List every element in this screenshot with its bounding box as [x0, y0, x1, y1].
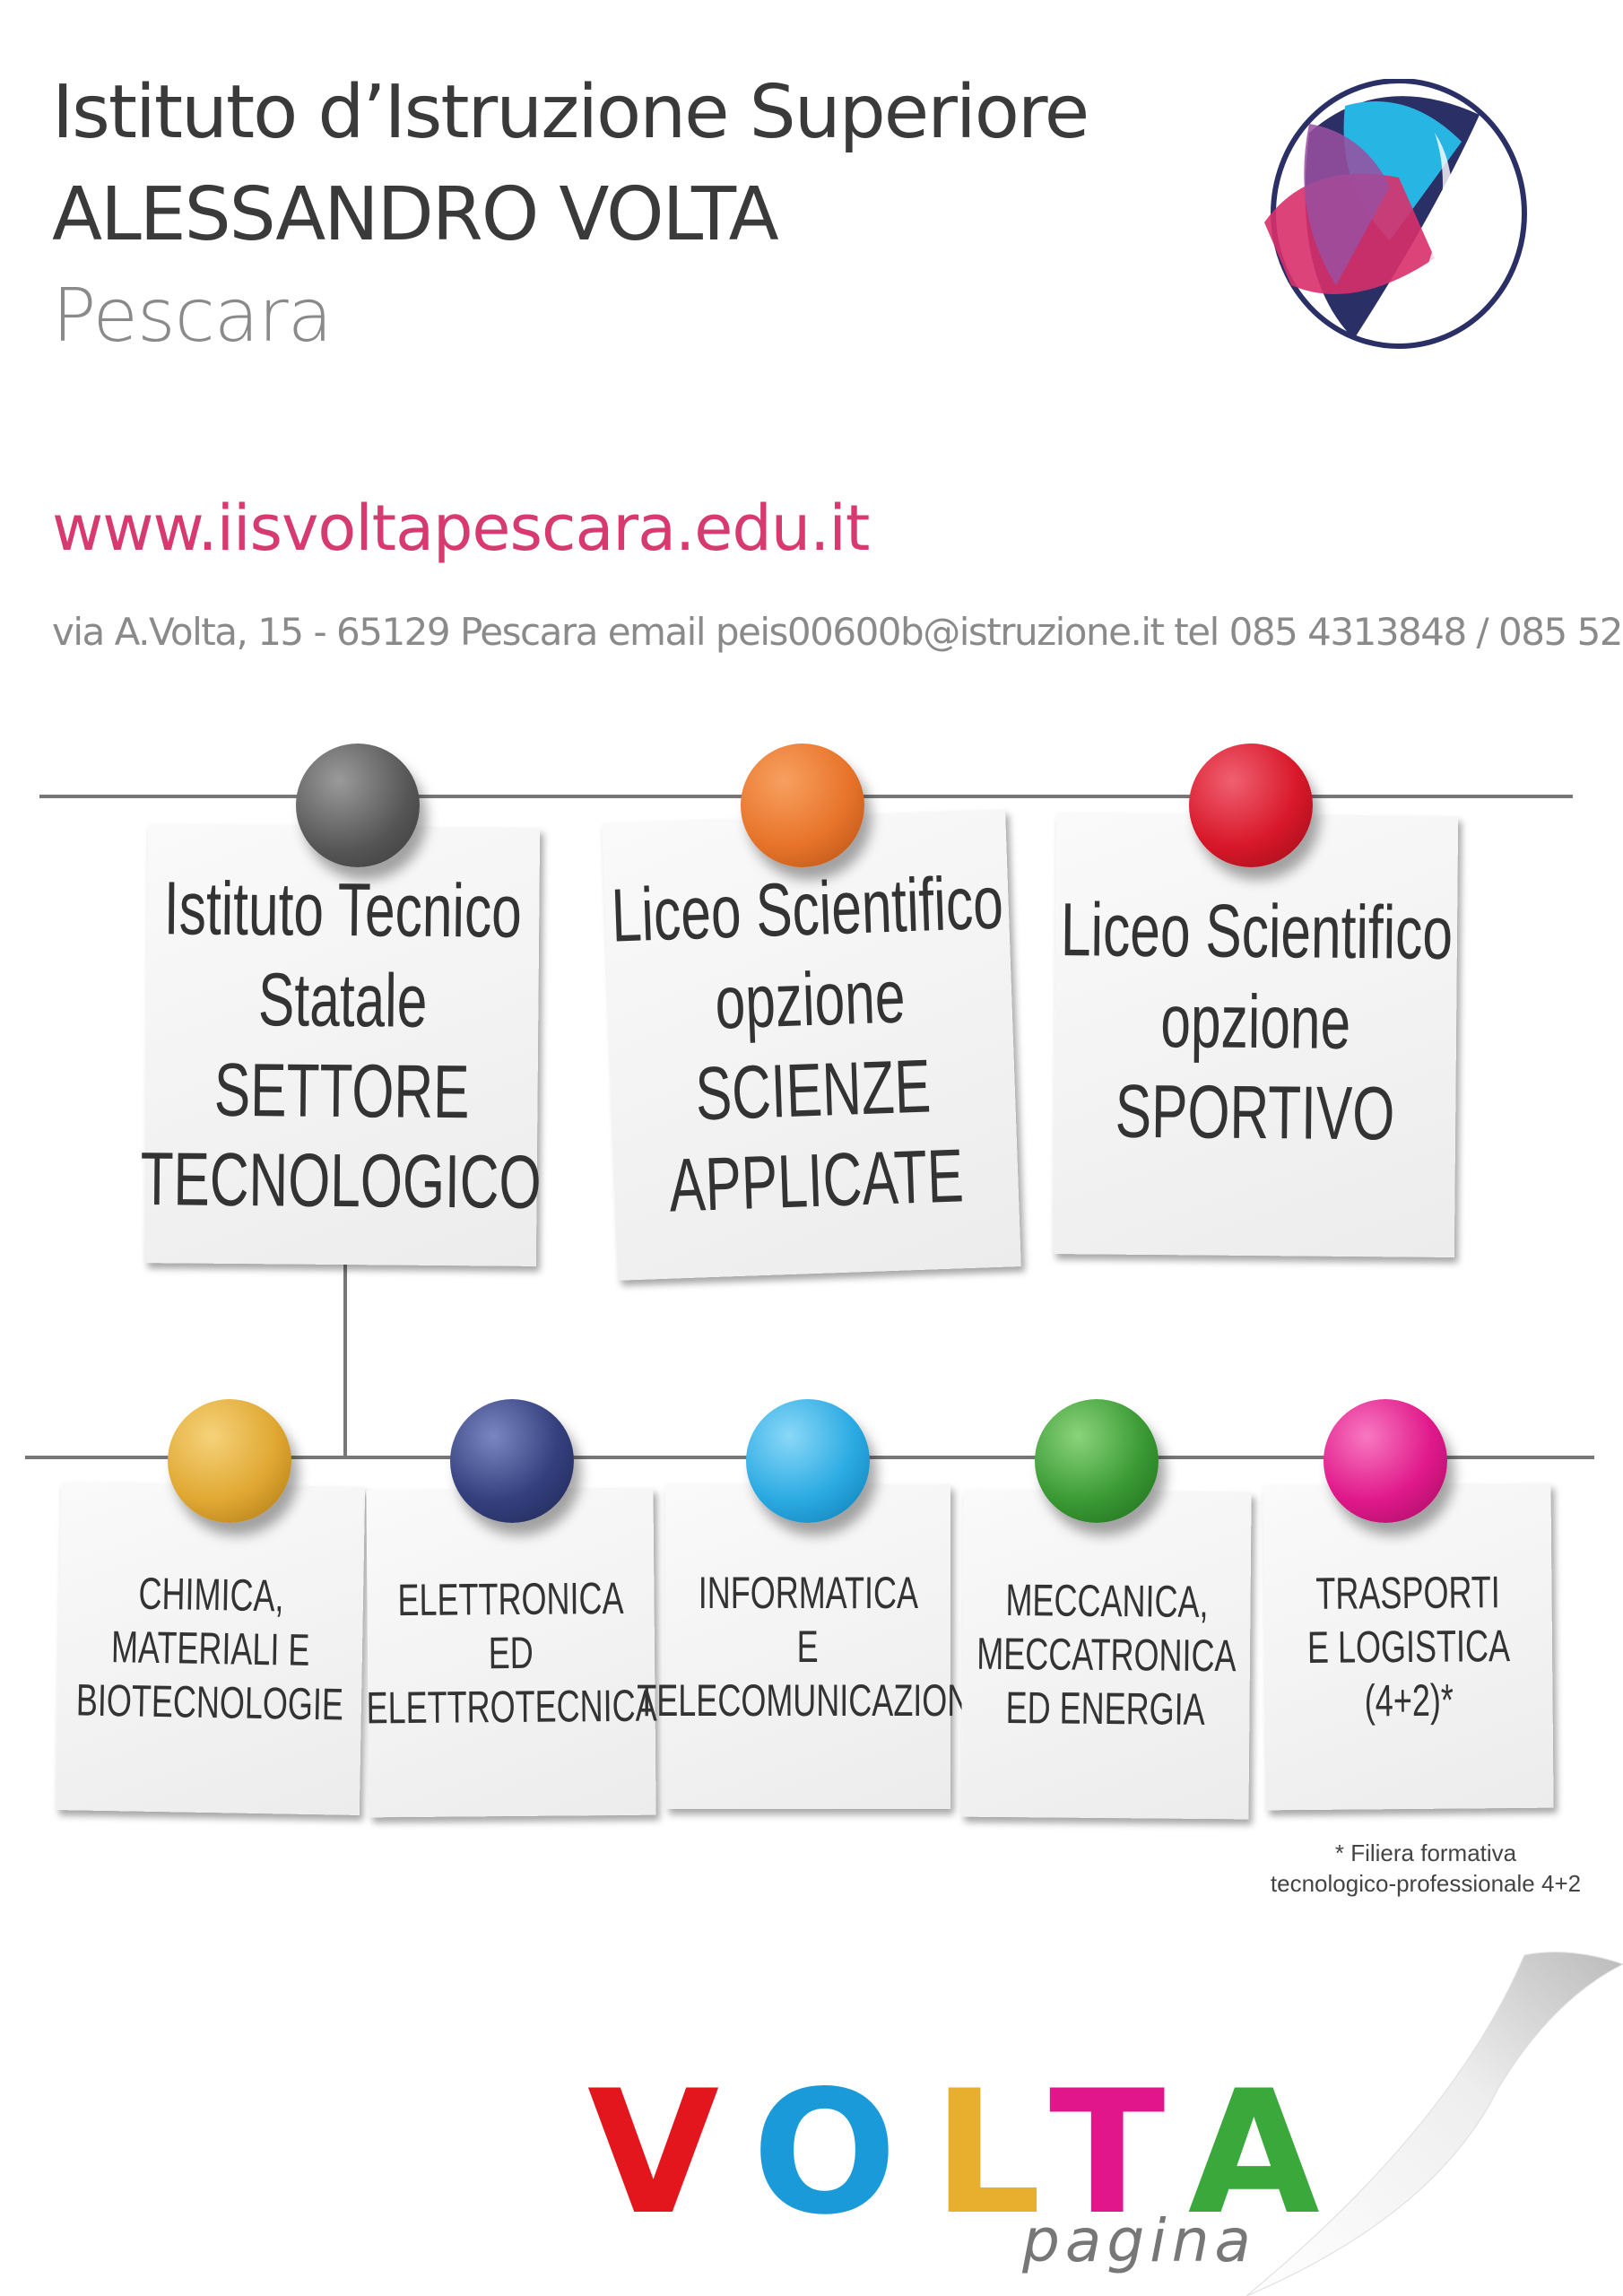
note-line: TECNOLOGICO	[140, 1136, 542, 1225]
course-note-istituto-tecnico[interactable]: Istituto Tecnico Statale SETTORE TECNOLO…	[140, 824, 542, 1266]
wordmark-letter: A	[1187, 2054, 1356, 2252]
contact-address: via A.Volta, 15 - 65129 Pescara email pe…	[52, 610, 1623, 654]
note-line: ED	[488, 1627, 534, 1678]
pin-green-icon	[1035, 1399, 1159, 1523]
course-note-scienze-applicate[interactable]: Liceo Scientifico opzione SCIENZE APPLIC…	[602, 809, 1021, 1281]
spec-note-elettronica[interactable]: ELETTRONICA ED ELETTROTECNICA	[366, 1487, 657, 1818]
wordmark-letter: T	[1048, 2054, 1188, 2252]
note-line: ELETTROTECNICA	[366, 1680, 657, 1733]
note-line: MECCATRONICA	[976, 1628, 1237, 1681]
note-line: Istituto Tecnico	[163, 865, 523, 953]
note-line: SETTORE	[213, 1047, 470, 1134]
note-line: CHIMICA,	[138, 1568, 285, 1622]
website-link[interactable]: www.iisvoltapescara.edu.it	[52, 491, 870, 565]
note-line: Liceo Scientifico	[609, 859, 1004, 959]
school-logo	[1264, 79, 1527, 349]
note-line: ELETTRONICA	[397, 1572, 624, 1625]
spec-note-informatica[interactable]: INFORMATICA E TELECOMUNICAZIONI	[637, 1484, 979, 1809]
note-line: Liceo Scientifico	[1060, 887, 1453, 975]
note-line: E LOGISTICA	[1306, 1621, 1510, 1673]
note-line: opzione	[1159, 978, 1351, 1065]
note-line: TELECOMUNICAZIONI	[636, 1675, 980, 1726]
connector-line	[343, 1260, 347, 1459]
wordmark-subtitle: pagina	[1022, 2206, 1256, 2275]
school-name: ALESSANDRO VOLTA	[52, 172, 779, 257]
course-note-sportivo[interactable]: Liceo Scientifico opzione SPORTIVO	[1052, 813, 1459, 1257]
spec-note-chimica[interactable]: CHIMICA, MATERIALI E BIOTECNOLOGIE	[55, 1482, 366, 1815]
pin-magenta-icon	[1324, 1399, 1447, 1523]
school-city: Pescara	[52, 274, 333, 359]
pin-navy-icon	[450, 1399, 574, 1523]
note-line: Statale	[257, 956, 428, 1043]
note-line: TRASPORTI	[1315, 1567, 1500, 1619]
wordmark-letter: V	[587, 2054, 752, 2252]
pin-yellow-icon	[168, 1399, 291, 1523]
note-line: (4+2)*	[1364, 1674, 1454, 1726]
spec-note-meccanica[interactable]: MECCANICA, MECCATRONICA ED ENERGIA	[960, 1489, 1252, 1820]
school-type: Istituto d’Istruzione Superiore	[52, 70, 1089, 155]
note-line: BIOTECNOLOGIE	[74, 1674, 343, 1730]
wordmark-letter: O	[751, 2054, 933, 2252]
note-line: opzione	[713, 953, 907, 1045]
note-line: MATERIALI E	[110, 1622, 310, 1675]
note-line: APPLICATE	[667, 1133, 965, 1228]
note-line: SCIENZE	[694, 1043, 933, 1136]
pin-cyan-icon	[746, 1399, 870, 1523]
note-line: INFORMATICA	[698, 1568, 918, 1618]
pin-orange-icon	[741, 744, 864, 867]
footnote-line-2: tecnologico-professionale 4+2	[1270, 1870, 1582, 1897]
volta-wordmark: VOLTA	[587, 2054, 1356, 2252]
footnote-line-1: * Filiera formativa	[1334, 1839, 1517, 1866]
pin-gray-icon	[296, 744, 420, 867]
note-line: ED ENERGIA	[1005, 1682, 1206, 1735]
note-line: SPORTIVO	[1115, 1068, 1395, 1155]
note-line: E	[796, 1622, 820, 1672]
spec-note-trasporti[interactable]: TRASPORTI E LOGISTICA (4+2)*	[1263, 1483, 1554, 1811]
note-line: MECCANICA,	[1004, 1574, 1209, 1627]
wordmark-letter: L	[933, 2054, 1049, 2252]
pin-red-icon	[1189, 744, 1313, 867]
